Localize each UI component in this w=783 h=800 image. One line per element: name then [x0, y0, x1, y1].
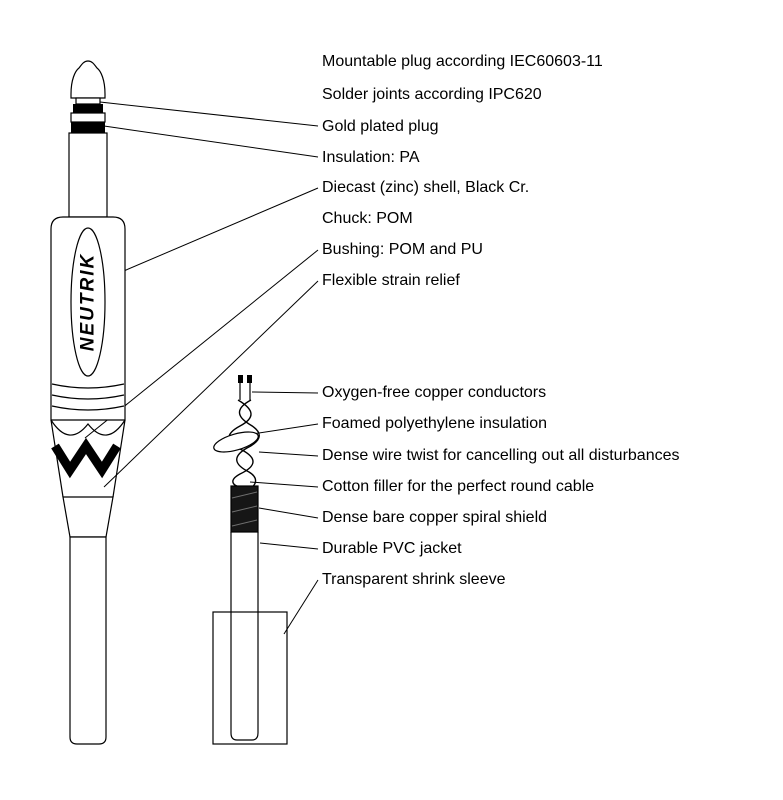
chuck-scallops	[50, 419, 126, 436]
label-bushing: Bushing: POM and PU	[322, 241, 483, 258]
tip-groove	[75, 97, 101, 105]
leader-line-dense-wire-twist	[258, 451, 319, 457]
insulator-band-1	[73, 104, 103, 113]
conductor-tip-left	[238, 375, 243, 383]
grip-line	[51, 394, 125, 400]
jacket-end-cap	[230, 732, 259, 741]
brand-text: NEUTRIK	[78, 253, 99, 351]
grip-line	[51, 405, 125, 411]
shield-texture	[231, 491, 258, 499]
leader-line-diecast-shell	[111, 187, 319, 277]
bushing-shape	[62, 496, 114, 538]
twist-strand-a	[228, 399, 254, 489]
insulation-ellipse	[213, 431, 259, 453]
leader-line-copper-conductors	[251, 391, 319, 394]
leader-lines	[84, 101, 319, 635]
label-gold-plated-plug: Gold plated plug	[322, 118, 439, 135]
grip-line	[51, 383, 125, 389]
label-shrink-sleeve: Transparent shrink sleeve	[322, 571, 506, 588]
leader-line-insulation-pa	[103, 125, 319, 158]
label-copper-conductors: Oxygen-free copper conductors	[322, 384, 547, 401]
ring-contact	[70, 112, 106, 123]
label-chuck-pom: Chuck: POM	[322, 210, 413, 227]
leader-line-foamed-insulation	[245, 423, 319, 436]
label-diecast-shell: Diecast (zinc) shell, Black Cr.	[322, 179, 530, 196]
label-insulation-pa: Insulation: PA	[322, 149, 420, 166]
label-foamed-insulation: Foamed polyethylene insulation	[322, 415, 548, 432]
label-spiral-shield: Dense bare copper spiral shield	[322, 509, 548, 526]
twist-strand-b	[236, 399, 260, 491]
shield-texture	[231, 519, 258, 527]
insulator-band-2	[71, 122, 105, 133]
shrink-sleeve-outline	[212, 611, 288, 745]
leader-line-shrink-sleeve	[283, 579, 319, 635]
label-pvc-jacket: Durable PVC jacket	[322, 540, 462, 557]
label-strain-relief: Flexible strain relief	[322, 272, 460, 289]
plug-tip-shape	[70, 60, 106, 99]
label-mountable-plug: Mountable plug according IEC60603-11	[322, 53, 603, 70]
leader-line-pvc-jacket	[259, 542, 319, 550]
label-cotton-filler: Cotton filler for the perfect round cabl…	[322, 478, 595, 495]
cable-shape	[69, 536, 107, 745]
brand-oval	[70, 227, 106, 377]
chuck-side-left	[50, 419, 64, 498]
conductor-tip-right	[247, 375, 252, 383]
label-solder-joints: Solder joints according IPC620	[322, 86, 542, 103]
chuck-side-right	[112, 419, 126, 498]
leader-line-strain-relief	[103, 280, 319, 488]
leader-line-cotton-filler	[249, 481, 319, 488]
cable-cutaway-drawing	[212, 375, 288, 745]
chuck-zigzag	[51, 437, 121, 479]
label-dense-wire-twist: Dense wire twist for cancelling out all …	[322, 447, 680, 464]
leader-line-gold-plated-plug	[99, 101, 319, 127]
shield-texture	[231, 505, 258, 513]
leader-line-spiral-shield	[258, 507, 319, 519]
plug-sleeve	[68, 132, 108, 218]
plug-drawing: NEUTRIK	[50, 60, 126, 745]
